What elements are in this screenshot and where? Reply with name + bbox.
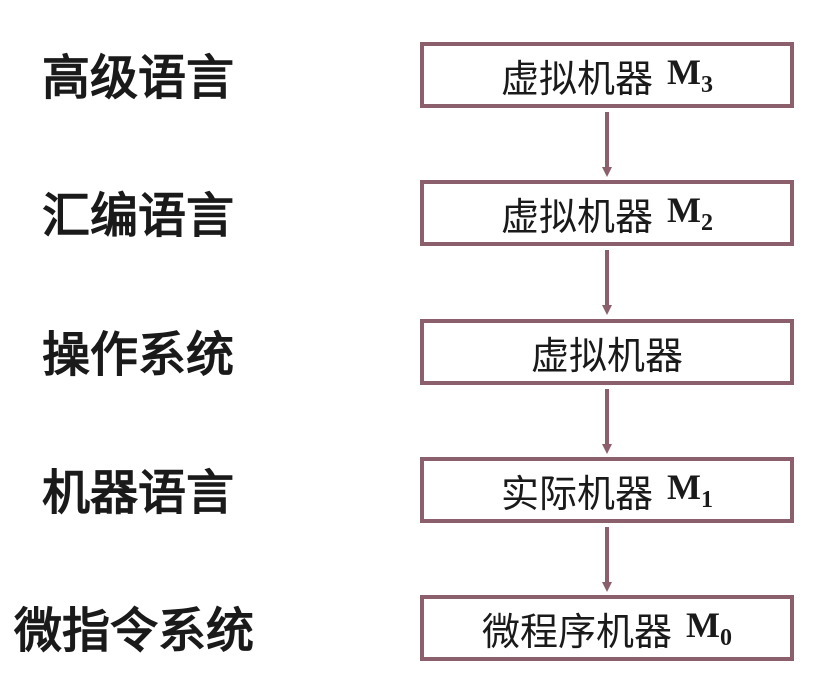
machine-name: 实际机器 (501, 471, 654, 516)
machine-box-m0: 微程序机器 M0 (420, 595, 794, 661)
level-label-microinstruction-system: 微指令系统 (14, 603, 255, 659)
machine-box-os: 虚拟机器 (420, 319, 794, 385)
level-label-operating-system: 操作系统 (42, 327, 235, 383)
level-label-machine-language: 机器语言 (42, 465, 235, 521)
machine-name: 虚拟机器 (501, 194, 654, 239)
level-label-assembly-language: 汇编语言 (42, 188, 235, 244)
machine-symbol: M1 (667, 467, 713, 513)
machine-box-m3: 虚拟机器 M3 (420, 42, 794, 108)
level-label-high-level-language: 高级语言 (42, 50, 235, 106)
machine-symbol: M3 (667, 52, 713, 98)
machine-symbol: M2 (667, 190, 713, 236)
machine-name: 微程序机器 (482, 609, 673, 654)
machine-box-m1: 实际机器 M1 (420, 457, 794, 523)
machine-name: 虚拟机器 (530, 333, 683, 378)
machine-box-m2: 虚拟机器 M2 (420, 180, 794, 246)
machine-symbol: M0 (686, 605, 732, 651)
machine-name: 虚拟机器 (501, 56, 654, 101)
